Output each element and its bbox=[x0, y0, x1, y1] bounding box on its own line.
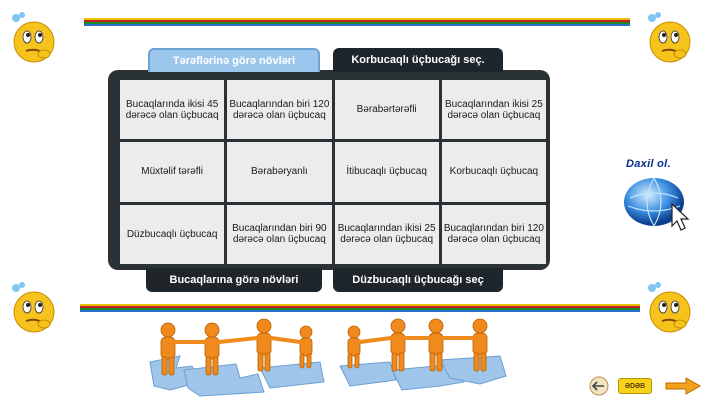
tab-types-by-sides[interactable]: Tərəflərinə görə növləri bbox=[148, 48, 320, 72]
puzzle-piece[interactable]: Bucaqlarından biri 90 dərəcə olan üçbuca… bbox=[227, 204, 332, 264]
next-arrow-icon[interactable] bbox=[664, 376, 702, 396]
book-label: ƏDƏB bbox=[624, 382, 646, 390]
puzzle-piece[interactable]: Bərabəryanlı bbox=[227, 142, 332, 202]
puzzle-piece[interactable]: Bucaqlarından ikisi 25 dərəcə olan üçbuc… bbox=[441, 80, 546, 140]
puzzle-piece[interactable]: İtibucaqlı üçbucaq bbox=[334, 142, 439, 202]
tab-select-obtuse-triangle[interactable]: Korbucaqlı üçbucağı seç. bbox=[333, 48, 503, 72]
book-icon[interactable]: ƏDƏB bbox=[618, 378, 652, 394]
puzzle-piece[interactable]: Düzbucaqlı üçbucaq bbox=[120, 204, 225, 264]
thinking-smiley-icon bbox=[12, 12, 55, 63]
puzzle-piece[interactable]: Bucaqlarından biri 120 dərəcə olan üçbuc… bbox=[441, 204, 546, 264]
puzzle-piece[interactable]: Müxtəlif tərəfli bbox=[120, 142, 225, 202]
puzzle-piece[interactable]: Korbucaqlı üçbucaq bbox=[441, 142, 546, 202]
thinking-smiley-icon bbox=[648, 12, 691, 63]
tab-select-right-triangle[interactable]: Düzbucaqlı üçbucağı seç bbox=[333, 268, 503, 292]
thinking-smiley-icon bbox=[648, 282, 691, 333]
puzzle-piece[interactable]: Bucaqlarından ikisi 25 dərəcə olan üçbuc… bbox=[334, 204, 439, 264]
bottom-decor-stripe bbox=[80, 304, 640, 312]
thinking-smiley-icon bbox=[12, 282, 55, 333]
globe-cursor-icon[interactable] bbox=[620, 174, 692, 232]
puzzle-grid: Bucaqlarında ikisi 45 dərəcə olan üçbuca… bbox=[120, 80, 546, 264]
tab-types-by-angles[interactable]: Bucaqlarına görə növləri bbox=[146, 268, 322, 292]
puzzle-piece[interactable]: Bərabərtərəfli bbox=[334, 80, 439, 140]
enter-label: Daxil ol. bbox=[626, 158, 671, 170]
puzzle-piece[interactable]: Bucaqlarında ikisi 45 dərəcə olan üçbuca… bbox=[120, 80, 225, 140]
puzzle-piece[interactable]: Bucaqlarından biri 120 dərəcə olan üçbuc… bbox=[227, 80, 332, 140]
back-arrow-icon[interactable] bbox=[584, 376, 614, 396]
people-puzzle-illustration bbox=[149, 318, 507, 397]
top-decor-stripe bbox=[84, 18, 630, 26]
